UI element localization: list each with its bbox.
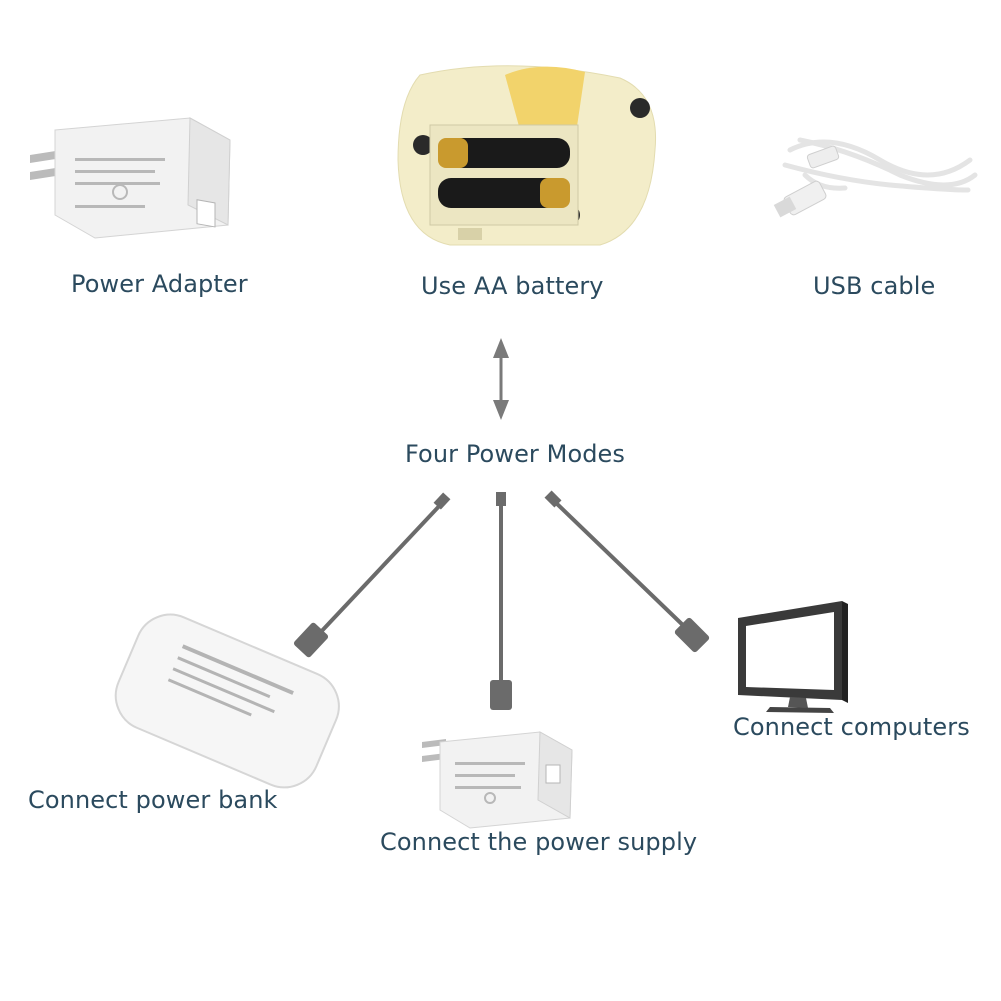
monitor-icon (738, 601, 848, 713)
cable-center (490, 492, 512, 710)
power-adapter-image (30, 117, 231, 239)
usb-plug-image (773, 145, 840, 218)
double-arrow-icon (493, 338, 509, 420)
label-aa-battery: Use AA battery (421, 272, 604, 300)
label-power-adapter: Power Adapter (71, 270, 248, 298)
cable-right (544, 490, 710, 653)
label-usb-cable: USB cable (813, 272, 936, 300)
label-power-supply: Connect the power supply (380, 828, 698, 856)
power-bank-image (114, 613, 340, 789)
cable-left (293, 492, 451, 658)
label-power-bank: Connect power bank (28, 786, 278, 814)
label-computers: Connect computers (733, 713, 970, 741)
aa-battery-pump-image (397, 65, 657, 246)
label-four-power-modes: Four Power Modes (405, 440, 626, 468)
power-supply-image (422, 731, 573, 829)
